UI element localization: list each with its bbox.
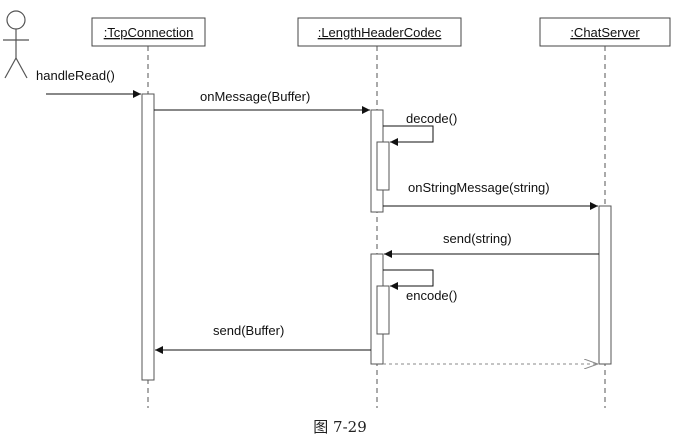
activation-server (598, 205, 612, 365)
participant-chat-server: :ChatServer (539, 17, 671, 47)
message-encode: encode() (383, 269, 457, 303)
message-label-decode: decode() (406, 111, 457, 126)
message-label-send-buffer: send(Buffer) (213, 323, 284, 338)
activation-codec-encode (376, 285, 390, 335)
figure-caption: 图 7-29 (313, 418, 366, 436)
message-label-send-string: send(string) (443, 231, 512, 246)
message-handle-read: handleRead() (36, 68, 141, 98)
participant-tcp-connection: :TcpConnection (91, 17, 206, 47)
actor-icon (3, 10, 29, 79)
message-label-handle-read: handleRead() (36, 68, 115, 83)
participant-length-header-codec: :LengthHeaderCodec (297, 17, 462, 47)
message-on-message: onMessage(Buffer) (154, 89, 370, 114)
activation-codec-decode (376, 141, 390, 191)
message-label-on-message: onMessage(Buffer) (200, 89, 310, 104)
message-send-buffer: send(Buffer) (155, 323, 371, 354)
message-decode: decode() (383, 111, 457, 146)
participant-label-tcp: :TcpConnection (104, 25, 194, 40)
message-on-string-message: onStringMessage(string) (383, 180, 598, 210)
participant-label-server: :ChatServer (570, 25, 640, 40)
message-send-string: send(string) (384, 231, 599, 258)
activation-tcp (141, 93, 155, 381)
message-label-on-string-message: onStringMessage(string) (408, 180, 550, 195)
participant-label-codec: :LengthHeaderCodec (318, 25, 442, 40)
message-label-encode: encode() (406, 288, 457, 303)
